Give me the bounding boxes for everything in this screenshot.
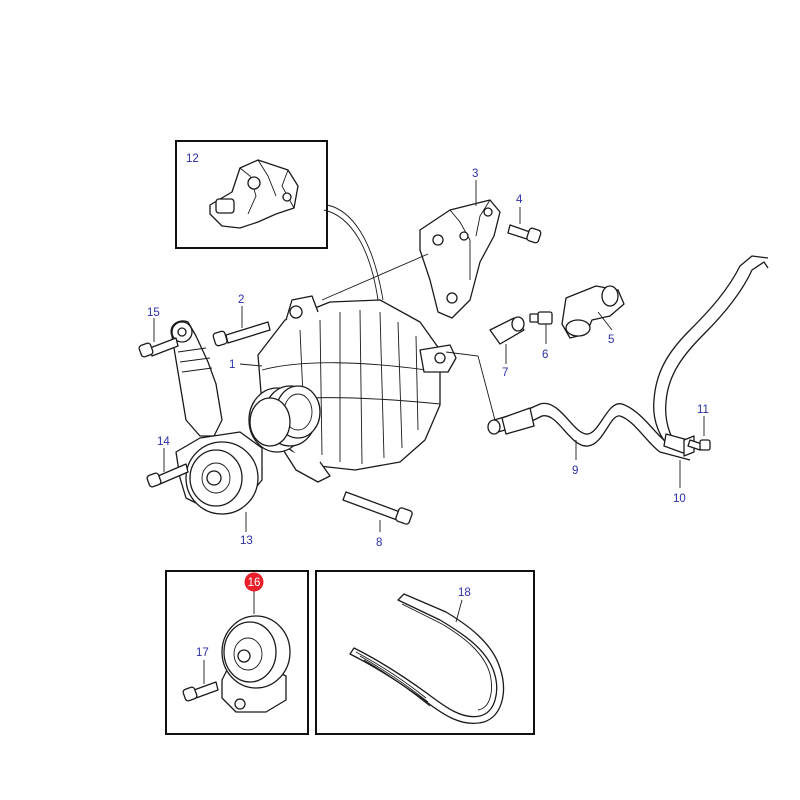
callout-2: 2 [238,294,244,306]
callout-17: 17 [196,647,209,659]
inset-box-tensioner [165,570,309,735]
callout-10: 10 [673,493,686,505]
callout-7: 7 [502,367,508,379]
bracket-part-3[interactable] [419,199,501,319]
callout-15: 15 [147,307,160,319]
bolt-part-15[interactable] [138,337,179,358]
bolt-part-11[interactable] [687,439,711,451]
callout-9: 9 [572,465,578,477]
bolt-part-2[interactable] [212,321,271,347]
inset-box-belt [315,570,535,735]
callout-16-highlight [244,572,264,592]
callout-13: 13 [240,535,253,547]
bolt-part-4[interactable] [507,224,542,244]
bracket-part-12[interactable] [209,159,299,229]
callout-8: 8 [376,537,382,549]
fitting-part-5[interactable] [561,285,625,339]
drive-belt-part-18[interactable] [349,593,505,724]
callout-18: 18 [458,587,471,599]
sleeve-part-7[interactable] [489,316,525,345]
callout-16: 16 [248,577,261,589]
callout-4: 4 [516,194,523,206]
callout-labels: 1 2 3 4 5 6 7 8 9 10 11 12 13 14 15 16 1… [147,153,709,659]
callout-14: 14 [157,436,170,448]
tensioner-part-13[interactable] [170,320,263,515]
callout-5: 5 [608,334,614,346]
callout-6: 6 [542,349,548,361]
hose-part-10[interactable] [653,255,769,457]
callout-11: 11 [697,404,709,416]
alternator-part-1[interactable] [248,295,457,483]
callout-1: 1 [229,359,235,371]
bolt-part-17[interactable] [182,681,219,702]
callout-12: 12 [186,153,199,165]
hose-part-9[interactable] [487,402,691,461]
inset-box-bracket [175,140,328,249]
callout-3: 3 [472,168,478,180]
bolt-part-14[interactable] [146,463,189,488]
nut-part-6[interactable] [529,311,553,325]
bolt-part-8[interactable] [342,491,413,525]
tensioner-part-16[interactable] [221,615,291,713]
